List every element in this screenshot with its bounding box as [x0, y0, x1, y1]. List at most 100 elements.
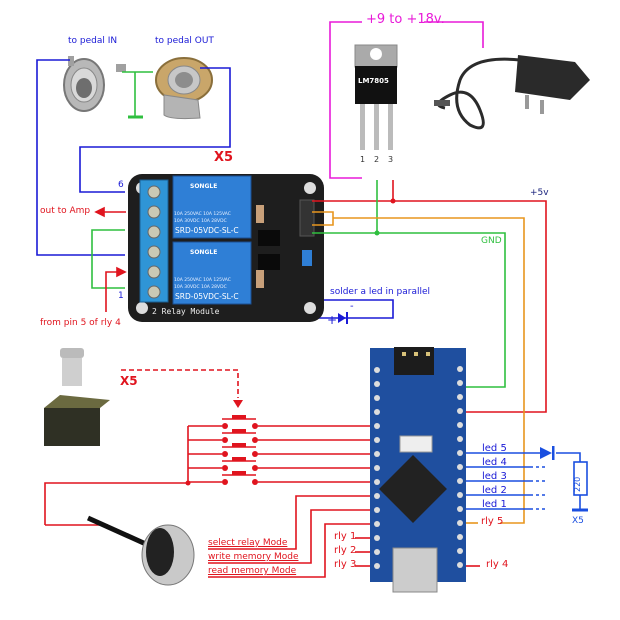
jack-in — [63, 56, 126, 112]
nano-pin-d2 — [374, 423, 380, 429]
resistor-220 — [573, 461, 588, 496]
led-4-label: led 4 — [482, 457, 507, 468]
input-voltage-wire — [329, 21, 484, 179]
led-5-label: led 5 — [482, 443, 507, 454]
nano-pin-d9 — [374, 521, 380, 527]
rly-3-label: rly 3 — [334, 559, 357, 570]
jack-out-label: to pedal OUT — [155, 36, 214, 46]
tactile-switches — [188, 415, 370, 485]
nano-pin-ref — [457, 534, 463, 540]
rly-5-label: rly 5 — [481, 516, 504, 527]
nano-pin-rst — [374, 395, 380, 401]
nano-pin-gnd — [457, 380, 463, 386]
out-to-amp-arrow — [94, 206, 126, 218]
resistor-multiplier: X5 — [572, 516, 584, 526]
nano-pin-a2 — [457, 492, 463, 498]
nano-pin-d4 — [374, 451, 380, 457]
footswitch-photo — [44, 348, 110, 446]
tactile-switch — [188, 457, 370, 471]
nano-pin-a6 — [457, 436, 463, 442]
led-2-label: led 2 — [482, 485, 507, 496]
vcc-5v-label: +5v — [530, 188, 549, 198]
mode-read-memory: read memory Mode — [208, 566, 297, 576]
mode-write-memory: write memory Mode — [208, 552, 299, 562]
relay1-brand: SONGLE — [190, 183, 218, 190]
regulator-pin-3: 3 — [388, 155, 394, 164]
nano-pin-d5 — [374, 465, 380, 471]
relay2-ratings-1: 10A 250VAC 10A 125VAC — [174, 278, 231, 283]
nano-pin-a7 — [457, 422, 463, 428]
input-voltage-label: +9 to +18v. — [366, 12, 445, 27]
nano-pin-d11 — [374, 549, 380, 555]
relay2-ratings-2: 10A 30VDC 10A 28VDC — [174, 285, 227, 290]
jack-in-label: to pedal IN — [68, 36, 118, 46]
led-wires — [466, 452, 588, 512]
led-diode-icon — [540, 446, 555, 460]
nano-pin-vin — [457, 366, 463, 372]
nano-pin-tx1 — [374, 367, 380, 373]
footswitch-dashed-arrow — [121, 369, 239, 398]
vcc-5v-wire — [312, 180, 547, 413]
relay1-ratings-2: 10A 30VDC 10A 28VDC — [174, 219, 227, 224]
out-to-amp-label: out to Amp — [40, 206, 91, 216]
nano-pin-d7 — [374, 493, 380, 499]
nano-pin-a0 — [457, 520, 463, 526]
relay-pin1-label: 1 — [118, 291, 124, 301]
relay-board-label: 2 Relay Module — [152, 307, 220, 316]
nano-pin-rx0 — [374, 381, 380, 387]
tactile-switch — [188, 443, 370, 457]
gnd-junction — [374, 230, 380, 236]
jack-ground-wire — [122, 71, 153, 119]
led-parallel-note: solder a led in parallel — [330, 287, 431, 297]
vcc-junction — [390, 198, 396, 204]
nano-pin-d3 — [374, 437, 380, 443]
nano-pin-5v — [457, 408, 463, 414]
arduino-nano — [370, 347, 466, 593]
rly-stubs — [355, 537, 480, 567]
nano-pin-d12 — [374, 563, 380, 569]
rotary-mode-wires — [208, 495, 370, 578]
footswitch-arrow-head — [233, 400, 243, 408]
regulator-pin-2: 2 — [374, 155, 380, 164]
relay-multiplier-label: X5 — [214, 150, 234, 165]
led-1-label: led 1 — [482, 499, 507, 510]
tactile-switch — [188, 415, 370, 429]
nano-pin-a5 — [457, 450, 463, 456]
nano-pin-d8 — [374, 507, 380, 513]
rly-4-label: rly 4 — [486, 559, 509, 570]
rly-2-label: rly 2 — [334, 545, 357, 556]
nano-pin-a1 — [457, 506, 463, 512]
relay-module — [128, 174, 324, 322]
nano-pin-d6 — [374, 479, 380, 485]
gnd-label: GND — [481, 236, 502, 246]
relay-green-wire — [91, 229, 125, 289]
led-3-label: led 3 — [482, 471, 507, 482]
relay5-wire — [312, 211, 525, 524]
relay2-model: SRD-05VDC-SL-C — [175, 292, 239, 301]
tactile-switch — [188, 429, 370, 443]
rly-1-label: rly 1 — [334, 531, 357, 542]
nano-pin-d13 — [457, 562, 463, 568]
power-adapter — [434, 55, 590, 130]
tactile-switch — [188, 471, 370, 485]
nano-pin-rst — [457, 394, 463, 400]
jack-out — [155, 57, 213, 120]
relay-pin6-label: 6 — [118, 180, 124, 190]
mode-select-relay: select relay Mode — [208, 538, 288, 548]
nano-pin-a4 — [457, 464, 463, 470]
nano-pin-d10 — [374, 535, 380, 541]
nano-pin-3v3 — [457, 548, 463, 554]
nano-pin-a3 — [457, 478, 463, 484]
regulator-label: LM7805 — [358, 77, 389, 85]
led-plus-label: + — [327, 313, 338, 327]
relay1-ratings-1: 10A 250VAC 10A 125VAC — [174, 212, 231, 217]
nano-pin-gnd — [374, 409, 380, 415]
from-pin-label: from pin 5 of rly 4 — [40, 318, 121, 328]
lm7805-regulator — [354, 44, 398, 150]
parallel-led-diode-icon — [338, 312, 348, 324]
gnd-wire — [312, 180, 506, 388]
from-pin-arrow — [105, 266, 127, 312]
relay2-brand: SONGLE — [190, 249, 218, 256]
rotary-switch — [86, 515, 195, 586]
